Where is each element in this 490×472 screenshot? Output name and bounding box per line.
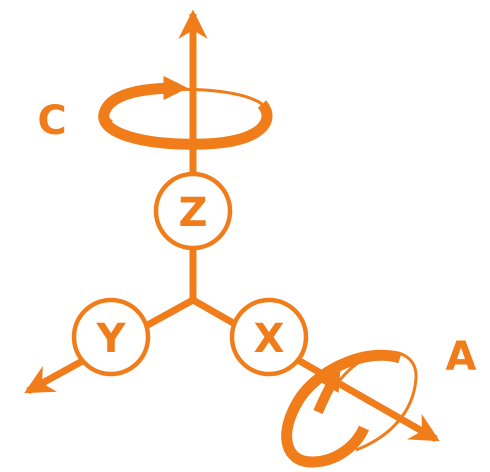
x-axis-circle xyxy=(229,297,309,377)
a-rotation-label: A xyxy=(446,334,477,380)
c-rotation-label: C xyxy=(37,98,66,144)
y-axis-circle xyxy=(71,297,151,377)
a-rotation-arrowhead-stem xyxy=(313,368,341,414)
y-axis-node: Y xyxy=(71,297,151,377)
c-rotation-arrow xyxy=(98,75,273,150)
z-axis-node: Z xyxy=(153,171,233,251)
z-axis-circle xyxy=(153,171,233,251)
a-rotation-arrow xyxy=(281,349,418,468)
x-axis-node: X xyxy=(229,297,309,377)
x-axis-label: X xyxy=(254,316,285,362)
a-rotation-back-edge xyxy=(338,350,418,452)
c-rotation-front-band xyxy=(98,75,273,150)
z-axis-label: Z xyxy=(178,190,207,236)
y-axis-label: Y xyxy=(96,316,127,362)
a-rotation-front-band xyxy=(281,349,402,468)
